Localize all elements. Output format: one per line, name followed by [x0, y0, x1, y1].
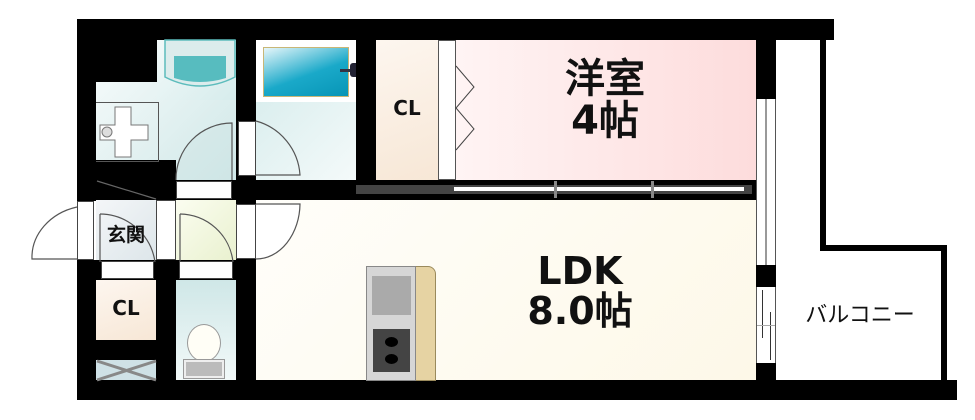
- western-room: [456, 40, 756, 180]
- entrance-door[interactable]: [156, 200, 176, 260]
- wall-bath-closet: [356, 19, 376, 181]
- hall-floor: [176, 200, 236, 260]
- wall-left-lower: [77, 260, 96, 400]
- window-ldk: [756, 287, 776, 363]
- entrance-label: 玄関: [106, 224, 145, 246]
- wall-bottom: [77, 380, 957, 400]
- washing-machine: [96, 102, 159, 162]
- bathroom-door[interactable]: [238, 121, 256, 176]
- wall-topleft-block: [77, 19, 157, 82]
- closet-door-panel[interactable]: [438, 40, 456, 180]
- ldk-name: LDK: [537, 249, 623, 293]
- closet-bottom-label: CL: [112, 296, 140, 320]
- bathtub: [256, 40, 356, 102]
- western-room-size: 4帖: [571, 98, 639, 144]
- wall-right-mid: [756, 265, 776, 287]
- window-western: [756, 99, 776, 265]
- western-room-name: 洋室: [565, 56, 645, 102]
- wall-top: [77, 19, 834, 40]
- stove-icon: [373, 329, 410, 372]
- sliding-door-track[interactable]: [356, 181, 752, 198]
- wall-washroom-bottom: [96, 160, 176, 180]
- faucet-icon: [340, 69, 350, 72]
- balcony-label: バルコニー: [805, 303, 915, 328]
- ldk-room: [256, 200, 756, 380]
- toilet-tank-icon: [183, 359, 225, 379]
- kitchen-backsplash: [414, 266, 436, 381]
- kitchen-unit: [366, 266, 416, 381]
- toilet-bowl-icon: [187, 324, 221, 362]
- closet-door[interactable]: [101, 261, 154, 279]
- toilet-door[interactable]: [179, 261, 233, 279]
- closet-top-label: CL: [393, 96, 421, 120]
- front-door[interactable]: [77, 201, 94, 260]
- closet-top: [376, 40, 438, 180]
- bathtub-basin: [263, 47, 349, 97]
- western-room-label: 洋室 4帖: [530, 58, 680, 142]
- sink-icon: [372, 276, 411, 315]
- ldk-door[interactable]: [236, 204, 256, 259]
- wall-right-top: [756, 19, 776, 99]
- ldk-label: LDK 8.0帖: [500, 249, 660, 333]
- closet-bottom: [96, 280, 156, 340]
- ldk-size: 8.0帖: [527, 288, 633, 333]
- wall-right-bottom: [756, 363, 776, 383]
- kitchen-counter: [366, 266, 436, 381]
- washroom-door[interactable]: [176, 181, 232, 199]
- entrance-floor: [96, 200, 156, 260]
- wall-closet-bottom: [96, 340, 156, 360]
